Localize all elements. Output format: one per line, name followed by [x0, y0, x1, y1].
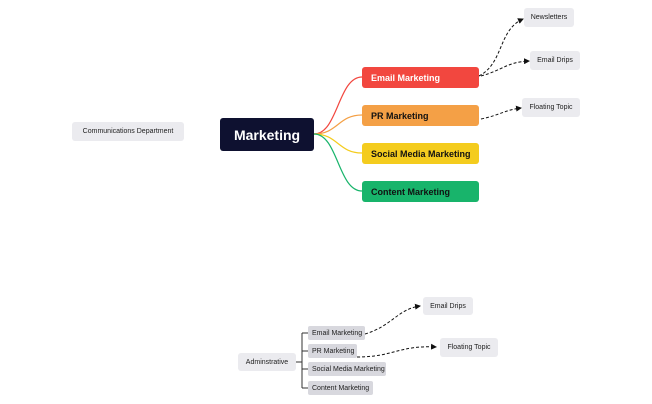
subtopic-label: Email Drips: [430, 302, 466, 310]
secondary-branch-label: Content Marketing: [312, 384, 370, 392]
relationship-newsletters-arrow: [478, 18, 524, 77]
central-topic-marketing[interactable]: Marketing: [220, 118, 314, 151]
floating-topic-label: Communications Department: [82, 128, 174, 135]
branch-label: Social Media Marketing: [371, 148, 471, 159]
secondary-subtopic-email-drips[interactable]: Email Drips: [423, 297, 473, 315]
relationship-floating-topic-arrow: [480, 105, 522, 120]
secondary-branch-label: PR Marketing: [312, 347, 355, 355]
branch-label: Email Marketing: [371, 72, 441, 83]
secondary-branch-content-marketing[interactable]: Content Marketing: [308, 381, 373, 395]
branch-content-marketing[interactable]: Content Marketing: [362, 181, 479, 202]
floating-topic-communications-department[interactable]: Communications Department: [72, 122, 184, 141]
subtopic-email-drips[interactable]: Email Drips: [530, 51, 580, 70]
sub-relationship-floating-topic-arrow: [356, 343, 437, 358]
subtopic-newsletters[interactable]: Newsletters: [524, 8, 574, 27]
branch-label: Content Marketing: [371, 186, 451, 197]
connector-social-media-marketing: [313, 133, 363, 154]
secondary-branch-email-marketing[interactable]: Email Marketing: [308, 326, 365, 340]
central-topic-label: Marketing: [233, 126, 301, 143]
sub-relationship-email-drips-arrow: [364, 303, 421, 335]
connector-content-marketing: [313, 133, 363, 192]
subtopic-label: Floating Topic: [447, 344, 491, 351]
branch-label: PR Marketing: [371, 110, 429, 121]
secondary-branch-label: Social Media Marketing: [312, 365, 385, 373]
secondary-topic-label: Adminstrative: [245, 358, 289, 366]
connector-pr-marketing: [313, 114, 363, 135]
secondary-branch-label: Email Marketing: [312, 329, 363, 337]
connector-email-marketing: [313, 76, 363, 135]
subtopic-label: Floating Topic: [529, 104, 573, 111]
secondary-subtopic-floating-topic[interactable]: Floating Topic: [440, 338, 498, 357]
secondary-branch-social-media-marketing[interactable]: Social Media Marketing: [308, 362, 386, 376]
subtopic-label: Email Drips: [537, 57, 573, 64]
subtopic-floating-topic[interactable]: Floating Topic: [522, 98, 580, 117]
branch-social-media-marketing[interactable]: Social Media Marketing: [362, 143, 479, 164]
branch-email-marketing[interactable]: Email Marketing: [362, 67, 479, 88]
branch-pr-marketing[interactable]: PR Marketing: [362, 105, 479, 126]
subtopic-label: Newsletters: [530, 14, 568, 21]
secondary-branch-pr-marketing[interactable]: PR Marketing: [308, 344, 357, 358]
secondary-topic-adminstrative[interactable]: Adminstrative: [238, 353, 296, 371]
relationship-email-drips-arrow: [480, 58, 530, 77]
